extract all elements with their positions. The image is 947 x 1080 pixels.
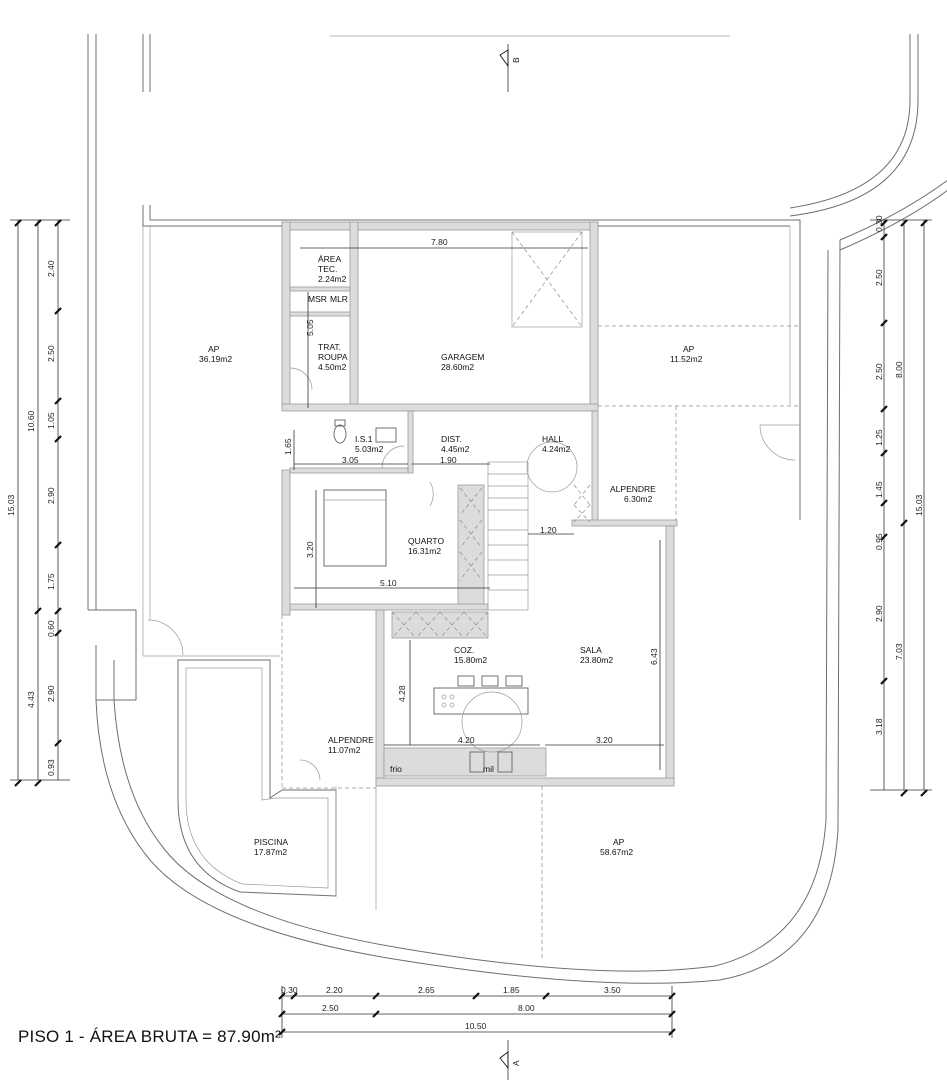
dim-left-inner-1: 2.50 — [46, 345, 56, 362]
dim-bottom-row1-2: 2.65 — [418, 985, 435, 995]
room-name-garagem: GARAGEM — [441, 352, 484, 362]
room-name-alpendre-left: ALPENDRE — [328, 735, 374, 745]
room-area-hall: 4.24m2 — [542, 444, 571, 454]
dim-right-middle-0: 8.00 — [894, 361, 904, 378]
dim-sala-width: 3.20 — [596, 735, 613, 745]
section-marker-a: A — [499, 1040, 521, 1080]
site-boundary — [87, 34, 947, 984]
dim-right-inner-3: 1.25 — [874, 429, 884, 446]
dim-right-outer-0: 15.03 — [914, 494, 924, 516]
dim-left-inner-5: 0.60 — [46, 620, 56, 637]
dim-left-inner-0: 2.40 — [46, 260, 56, 277]
dim-left-inner-3: 2.90 — [46, 487, 56, 504]
room-name-trat-roupa: TRAT. — [318, 342, 341, 352]
dim-bottom-row3-0: 10.50 — [465, 1021, 487, 1031]
dim-right-inner-2: 2.50 — [874, 363, 884, 380]
room-name-hall: HALL — [542, 434, 564, 444]
dim-right-inner-1: 2.50 — [874, 269, 884, 286]
room-name-area-tec-2: TEC. — [318, 264, 337, 274]
room-area-quarto: 16.31m2 — [408, 546, 441, 556]
dim-bottom-row2-1: 8.00 — [518, 1003, 535, 1013]
dim-bottom-row1-4: 3.50 — [604, 985, 621, 995]
dim-trat-height: 5.05 — [305, 319, 315, 336]
dim-left-outer-0: 15.03 — [6, 494, 16, 516]
room-name-mil: mil — [483, 764, 494, 774]
section-marker-b-label: B — [511, 57, 521, 63]
dim-bottom-row1-3: 1.85 — [503, 985, 520, 995]
dim-left-inner-4: 1.75 — [46, 573, 56, 590]
fixtures — [147, 231, 800, 960]
room-area-is1: 5.03m2 — [355, 444, 384, 454]
room-area-ap-right: 11.52m2 — [670, 354, 703, 364]
room-name-is1: I.S.1 — [355, 434, 373, 444]
dim-quarto-width: 5.10 — [380, 578, 397, 588]
dim-right-middle-1: 7.03 — [894, 643, 904, 660]
room-area-alpendre-left: 11.07m2 — [328, 745, 361, 755]
room-name-area-tec: ÁREA — [318, 254, 341, 264]
room-name-frio: frio — [390, 764, 402, 774]
dim-dist-width: 1.90 — [440, 455, 457, 465]
dim-right-inner-6: 2.90 — [874, 605, 884, 622]
interior-dimension-texts: 7.80 5.05 1.65 3.05 1.90 1.20 3.20 5.10 … — [283, 237, 659, 745]
dim-hall-offset: 1.20 — [540, 525, 557, 535]
dim-right-inner-0: 0.30 — [874, 215, 884, 232]
section-marker-b: B — [499, 44, 521, 92]
room-name-sala: SALA — [580, 645, 602, 655]
dim-coz-height: 4.28 — [397, 685, 407, 702]
dim-right-inner-4: 1.45 — [874, 481, 884, 498]
interior-dimension-lines — [293, 247, 664, 770]
right-dimension-chain: 0.30 2.50 2.50 1.25 1.45 0.95 2.90 3.18 … — [870, 215, 932, 797]
dim-bottom-row1-0: 0.30 — [281, 985, 298, 995]
room-name-dist: DIST. — [441, 434, 462, 444]
room-area-alpendre-right: 6.30m2 — [624, 494, 653, 504]
building-walls — [281, 221, 678, 787]
dim-is1-width: 3.05 — [342, 455, 359, 465]
room-name-trat-roupa-2: ROUPA — [318, 352, 348, 362]
dim-quarto-height: 3.20 — [305, 541, 315, 558]
dim-sala-height: 6.43 — [649, 648, 659, 665]
dim-left-inner-2: 1.05 — [46, 412, 56, 429]
dim-right-inner-5: 0.95 — [874, 533, 884, 550]
dim-left-middle-1: 4.43 — [26, 691, 36, 708]
bottom-dimension-chain: 0.30 2.20 2.65 1.85 3.50 2.50 8.00 10.50 — [278, 985, 676, 1038]
room-name-msr: MSR — [308, 294, 327, 304]
dim-is1-height: 1.65 — [283, 438, 293, 455]
room-area-ap-bottom: 58.67m2 — [600, 847, 633, 857]
pool-outline — [177, 659, 337, 897]
plan-title: PISO 1 - ÁREA BRUTA = 87.90m² — [18, 1027, 281, 1046]
room-area-trat-roupa: 4.50m2 — [318, 362, 347, 372]
room-area-garagem: 28.60m2 — [441, 362, 474, 372]
room-name-ap-right: AP — [683, 344, 695, 354]
room-name-piscina: PISCINA — [254, 837, 288, 847]
room-area-coz: 15.80m2 — [454, 655, 487, 665]
left-dimension-chain: 2.40 2.50 1.05 2.90 1.75 0.60 2.90 0.93 … — [6, 219, 70, 787]
dim-garage-width: 7.80 — [431, 237, 448, 247]
section-marker-a-label: A — [511, 1060, 521, 1066]
room-name-mlr: MLR — [330, 294, 348, 304]
room-name-ap-left: AP — [208, 344, 220, 354]
room-area-piscina: 17.87m2 — [254, 847, 287, 857]
room-labels: ÁREA TEC. 2.24m2 MSR MLR TRAT. ROUPA 4.5… — [199, 254, 703, 857]
room-area-sala: 23.80m2 — [580, 655, 613, 665]
dim-right-inner-7: 3.18 — [874, 718, 884, 735]
dim-left-middle-0: 10.60 — [26, 410, 36, 432]
room-name-alpendre-right: ALPENDRE — [610, 484, 656, 494]
room-name-quarto: QUARTO — [408, 536, 444, 546]
dim-bottom-row1-1: 2.20 — [326, 985, 343, 995]
dim-left-inner-7: 0.93 — [46, 759, 56, 776]
dim-left-inner-6: 2.90 — [46, 685, 56, 702]
dim-coz-width: 4.20 — [458, 735, 475, 745]
dim-bottom-row2-0: 2.50 — [322, 1003, 339, 1013]
room-name-coz: COZ. — [454, 645, 474, 655]
room-area-area-tec: 2.24m2 — [318, 274, 347, 284]
room-area-ap-left: 36.19m2 — [199, 354, 232, 364]
room-name-ap-bottom: AP — [613, 837, 625, 847]
room-area-dist: 4.45m2 — [441, 444, 470, 454]
